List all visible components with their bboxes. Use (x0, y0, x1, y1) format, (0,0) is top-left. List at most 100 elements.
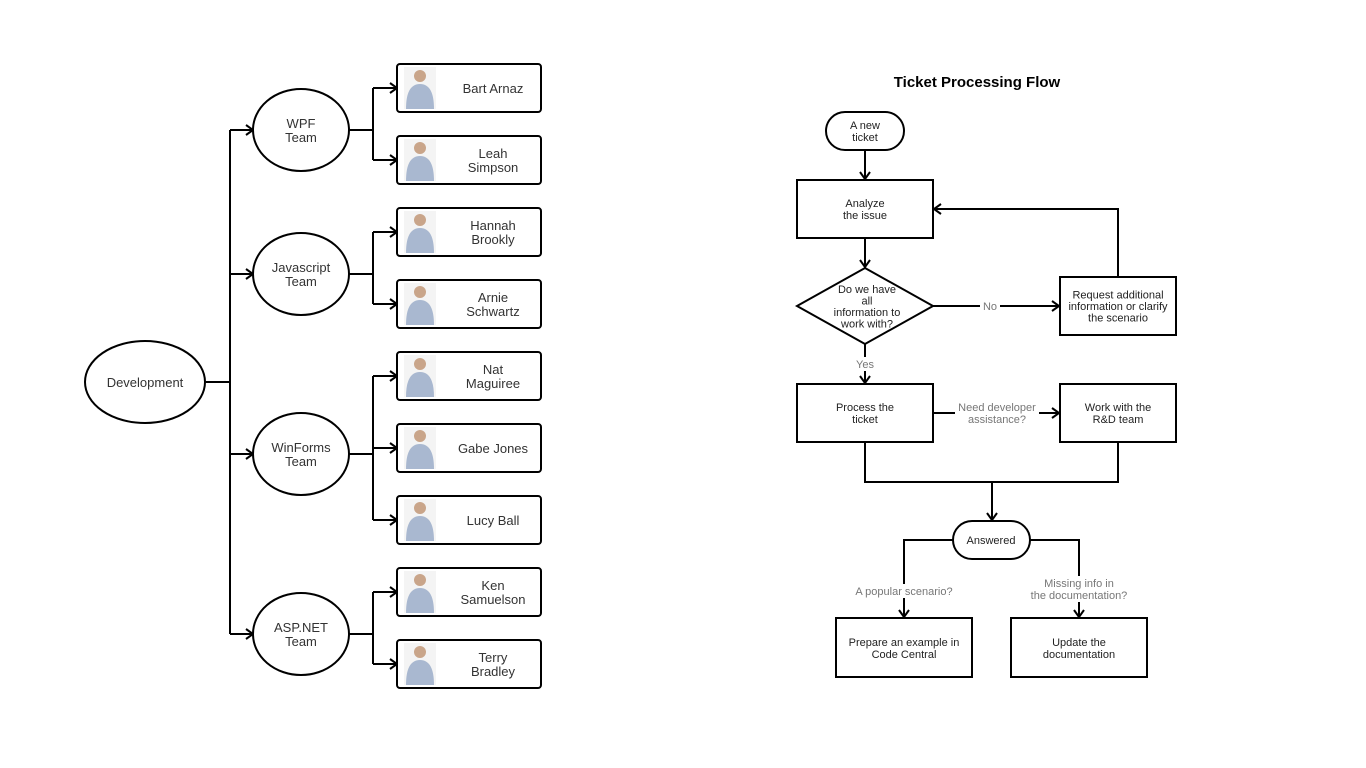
decision-label-line: information to (834, 307, 901, 319)
decision-label-line: Do we have (838, 284, 896, 296)
org-root-node: Development (84, 340, 206, 424)
photo-head (414, 286, 426, 298)
node-answered: Answered (952, 520, 1031, 560)
member-name-line: Terry (479, 650, 508, 665)
label-popular: A popular scenario? (855, 586, 952, 598)
start-label-line: ticket (852, 132, 878, 144)
example-label-line: Code Central (872, 649, 937, 661)
label-no: No (983, 301, 997, 313)
member-name-line: Nat (483, 362, 504, 377)
member-card: Lucy Ball (396, 495, 542, 545)
member-name-line: Lucy Ball (467, 513, 520, 528)
photo-head (414, 502, 426, 514)
photo-head (414, 142, 426, 154)
label-yes: Yes (856, 359, 874, 371)
photo-body (406, 84, 434, 109)
photo-head (414, 574, 426, 586)
person-photo-man-white-tshirt (404, 571, 436, 613)
label-popular-line: A popular scenario? (855, 586, 952, 598)
team-label-line: WinForms (271, 440, 331, 455)
photo-body (406, 660, 434, 685)
photo-body (406, 516, 434, 541)
root-label-line: Development (107, 375, 184, 390)
process-label-line: Process the (836, 402, 894, 414)
person-photo-woman-white-blouse (404, 211, 436, 253)
member-name: Bart Arnaz (463, 81, 524, 96)
person-photo-woman-dark-jacket (404, 499, 436, 541)
label-missing-line: the documentation? (1031, 590, 1128, 602)
analyze-label-line: the issue (843, 210, 887, 222)
process-box (796, 383, 934, 443)
label-need-dev-line: Need developer (958, 402, 1036, 414)
team-label-line: Team (285, 634, 317, 649)
decision-label-line: all (861, 295, 872, 307)
member-name-line: Bart Arnaz (463, 81, 524, 96)
process-label-line: ticket (852, 414, 878, 426)
label-no-line: No (983, 301, 997, 313)
team-label-line: Team (285, 130, 317, 145)
photo-body (406, 228, 434, 253)
label-need-dev-line: assistance? (968, 414, 1026, 426)
example-label-line: Prepare an example in (849, 637, 960, 649)
member-name: Gabe Jones (458, 441, 529, 456)
update-box (1010, 617, 1148, 678)
member-card: Bart Arnaz (396, 63, 542, 113)
label-yes-bg (854, 357, 876, 371)
person-photo-woman-pink-top (404, 427, 436, 469)
update-label-line: Update the (1052, 637, 1106, 649)
label-missing-bg (1030, 576, 1128, 602)
analyze-box (796, 179, 934, 239)
member-name-line: Gabe Jones (458, 441, 529, 456)
member-name-line: Samuelson (460, 592, 525, 607)
request-label-line: Request additional (1072, 290, 1163, 302)
photo-body (406, 300, 434, 325)
member-name: Lucy Ball (467, 513, 520, 528)
start-label-line: A new (850, 120, 880, 132)
team-label-line: ASP.NET (274, 620, 328, 635)
team-label-line: Javascript (272, 260, 331, 275)
person-photo-woman-blonde (404, 643, 436, 685)
person-photo-bald-man (404, 283, 436, 325)
label-yes-line: Yes (856, 359, 874, 371)
member-card: Gabe Jones (396, 423, 542, 473)
member-name-line: Simpson (468, 160, 519, 175)
member-name-line: Bradley (471, 664, 516, 679)
photo-body (406, 588, 434, 613)
connector-request-analyze (934, 208, 1119, 277)
photo-head (414, 358, 426, 370)
member-name-line: Brookly (471, 232, 515, 247)
decision-label-line: work with? (840, 318, 893, 330)
